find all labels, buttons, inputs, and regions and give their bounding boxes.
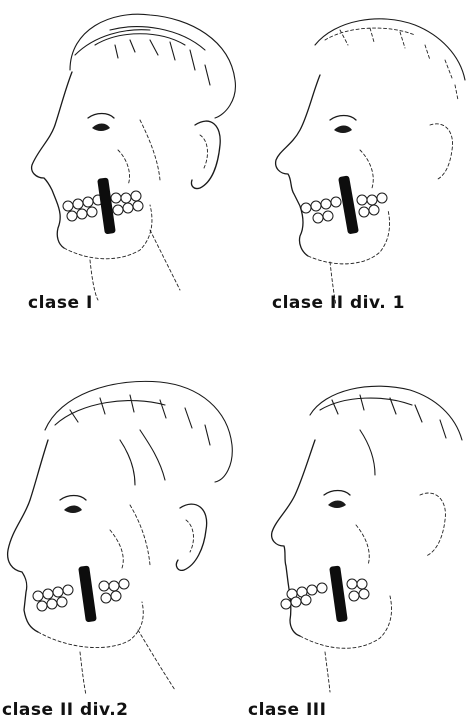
caption-clase-3: clase III: [248, 700, 326, 720]
face-profile-illustration-clase-3: [240, 370, 471, 700]
face-profile-illustration-clase-2-div-2: [0, 370, 240, 700]
caption-clase-1: clase I: [28, 293, 93, 313]
occlusion-marker-clase-2-div-2: [78, 565, 97, 622]
face-profile-illustration-clase-1: [0, 0, 240, 300]
occlusion-marker-clase-1: [97, 177, 116, 234]
profile-panel-clase-2-div-2: clase II div.2: [0, 370, 240, 723]
profile-panel-clase-1: clase I: [0, 0, 240, 300]
occlusion-marker-clase-2-div-1: [338, 175, 359, 234]
face-profile-illustration-clase-2-div-1: [240, 0, 471, 320]
occlusion-marker-clase-3: [329, 565, 348, 622]
caption-clase-2-div-1: clase II div. 1: [272, 293, 405, 313]
caption-clase-2-div-2: clase II div.2: [2, 700, 129, 720]
profile-panel-clase-2-div-1: clase II div. 1: [240, 0, 471, 320]
profile-panel-clase-3: clase III: [240, 370, 471, 723]
